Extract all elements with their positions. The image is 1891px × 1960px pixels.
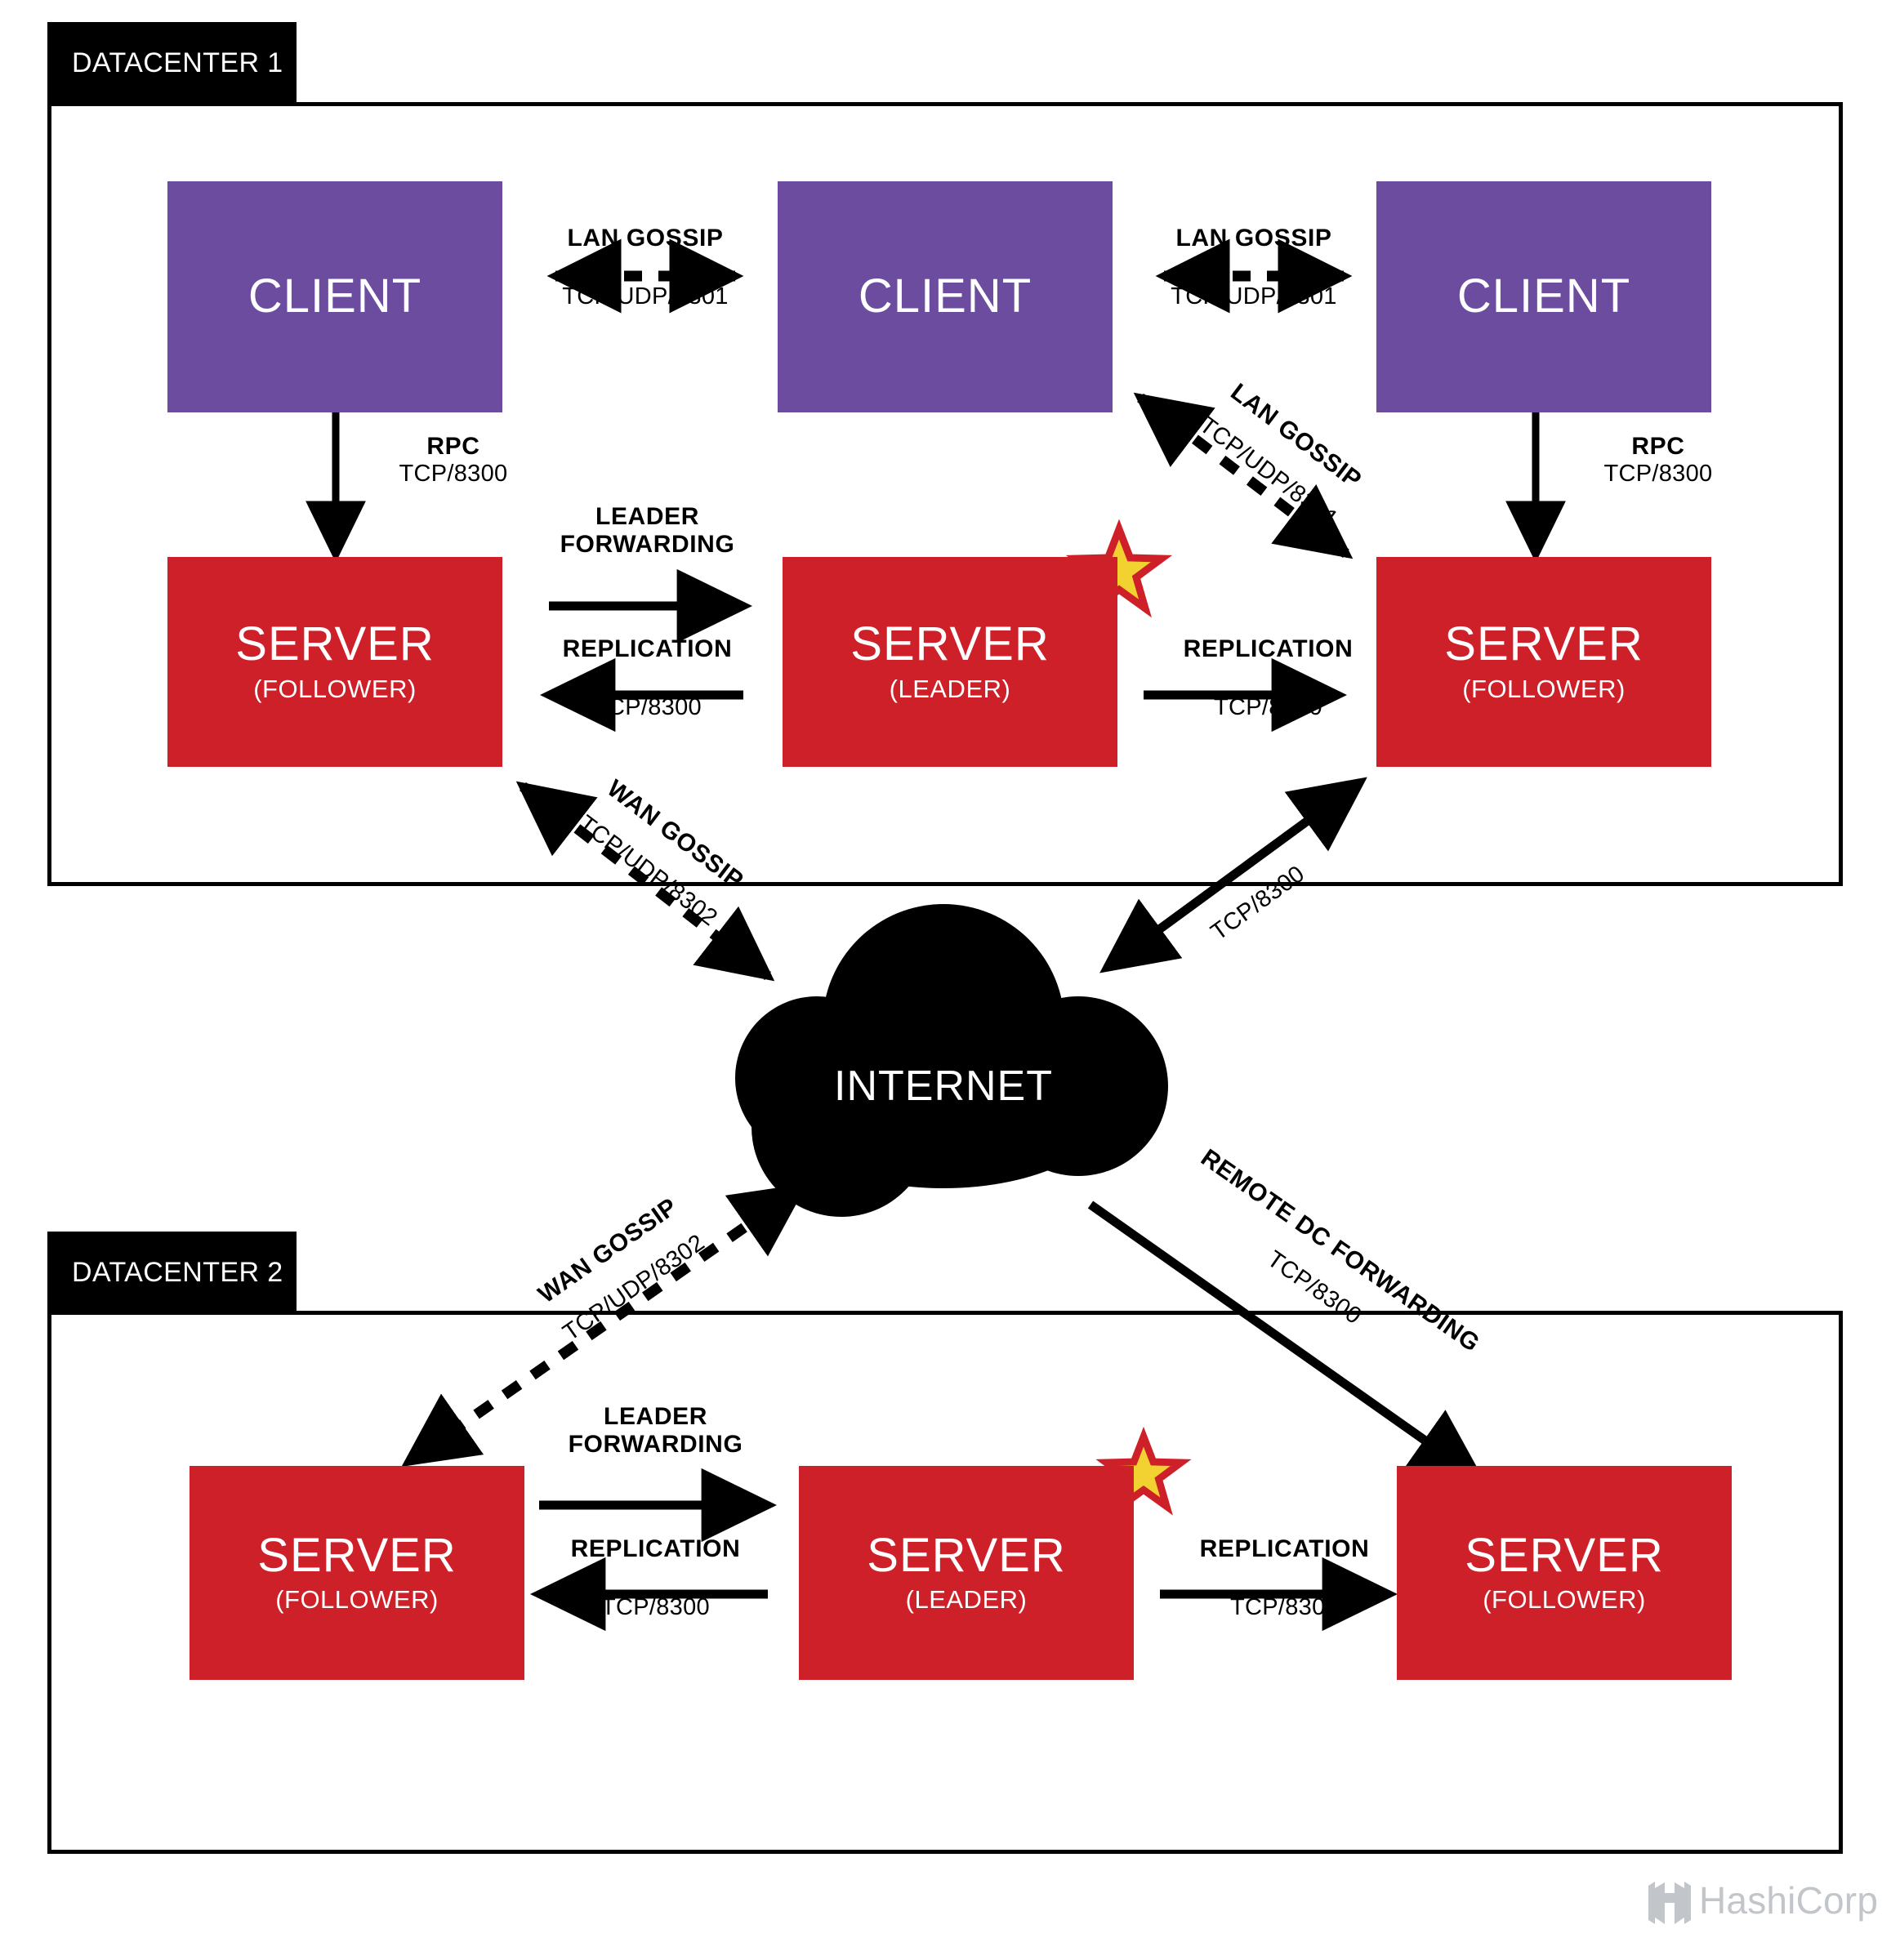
hashicorp-brand-name: HashiCorp [1699,1879,1879,1922]
label-dc1-lan-gossip-1-port: TCP/UDP/8301 [562,283,729,310]
dc2-server-leader[interactable]: SERVER (LEADER) [799,1466,1134,1680]
dc2-server-follower-right[interactable]: SERVER (FOLLOWER) [1397,1466,1732,1680]
dc1-server-follower-right[interactable]: SERVER (FOLLOWER) [1376,557,1711,767]
label-dc2-leader-forwarding: LEADER FORWARDING [523,1403,788,1458]
dc1-server-leader-title: SERVER [850,617,1050,671]
datacenter-2-tab: DATACENTER 2 [47,1232,297,1313]
edge-dc1-lan-gossip-diagonal [1133,392,1354,559]
dc1-server-follower-right-title: SERVER [1444,617,1643,671]
internet-cloud-icon [735,904,1168,1217]
dc1-server-follower-right-role: (FOLLOWER) [1462,674,1626,703]
dc2-server-follower-left-role: (FOLLOWER) [275,1585,439,1615]
label-dc1-leader-forwarding-line2: FORWARDING [560,530,735,558]
label-dc1-rpc-right: RPC TCP/8300 [1564,433,1752,487]
label-dc1-rpc-right-port: TCP/8300 [1603,460,1713,487]
datacenter-1-tab-label: DATACENTER 1 [72,47,283,78]
dc2-server-follower-right-title: SERVER [1465,1528,1664,1582]
label-dc1-rpc-left-port: TCP/8300 [399,460,508,487]
label-dc1-lan-gossip-1: LAN GOSSIP TCP/UDP/8301 [515,225,776,310]
label-dc1-replication-right-port: TCP/8300 [1214,693,1322,720]
internet-label-text: INTERNET [834,1062,1053,1110]
label-dc2-replication-left-port: TCP/8300 [601,1593,710,1620]
label-dc1-leader-forwarding: LEADER FORWARDING [515,503,780,558]
label-dc1-rpc-right-main: RPC [1631,433,1685,460]
dc1-server-follower-left-role: (FOLLOWER) [253,674,417,703]
edge-dc1-wan-gossip [515,781,775,982]
leader-star-icon-dc2 [1095,1427,1192,1516]
label-dc1-leader-forwarding-line1: LEADER [595,503,699,530]
label-dc1-lan-gossip-2: LAN GOSSIP TCP/UDP/8301 [1123,225,1385,310]
label-dc1-replication-left-main: REPLICATION [562,635,733,662]
label-dc1-rpc-left-main: RPC [426,433,480,460]
label-dc1-replication-right: REPLICATION TCP/8300 [1135,635,1401,720]
dc1-client-3[interactable]: CLIENT [1376,181,1711,412]
dc1-client-1-label: CLIENT [248,270,422,323]
dc1-server-leader[interactable]: SERVER (LEADER) [783,557,1117,767]
label-dc2-replication-right: REPLICATION TCP/8300 [1152,1535,1417,1620]
datacenter-1-frame [47,102,1843,886]
dc1-client-3-label: CLIENT [1456,270,1631,323]
edge-dc2-wan-gossip [401,1183,808,1467]
label-dc2-replication-left: REPLICATION TCP/8300 [523,1535,788,1620]
edge-remote-dc-forwarding [1087,1200,1486,1484]
label-dc1-lan-gossip-2-port: TCP/UDP/8301 [1171,283,1337,310]
label-dc1-replication-right-main: REPLICATION [1183,635,1354,662]
internet-label: INTERNET [780,1062,1107,1111]
label-dc1-lan-gossip-1-main: LAN GOSSIP [567,225,724,252]
dc2-server-follower-left[interactable]: SERVER (FOLLOWER) [190,1466,524,1680]
label-dc2-replication-right-main: REPLICATION [1199,1535,1370,1562]
label-dc2-replication-left-main: REPLICATION [570,1535,741,1562]
datacenter-2-tab-label: DATACENTER 2 [72,1256,283,1288]
dc1-client-2-label: CLIENT [858,270,1032,323]
datacenter-1-tab: DATACENTER 1 [47,22,297,104]
label-dc1-replication-left-port: TCP/8300 [593,693,702,720]
dc2-server-follower-left-title: SERVER [257,1528,457,1582]
dc2-server-leader-role: (LEADER) [905,1585,1028,1615]
dc1-client-1[interactable]: CLIENT [167,181,502,412]
label-dc2-leader-forwarding-line1: LEADER [604,1403,707,1430]
label-dc2-leader-forwarding-line2: FORWARDING [568,1430,743,1458]
dc1-server-follower-left[interactable]: SERVER (FOLLOWER) [167,557,502,767]
dc2-server-leader-title: SERVER [867,1528,1066,1582]
label-dc2-replication-right-port: TCP/8300 [1230,1593,1339,1620]
dc1-client-2[interactable]: CLIENT [778,181,1113,412]
dc2-server-follower-right-role: (FOLLOWER) [1483,1585,1646,1615]
edge-dc1-internet-rpc [1099,777,1367,973]
dc1-server-leader-role: (LEADER) [889,674,1011,703]
hashicorp-logo-icon [1648,1882,1691,1924]
datacenter-2-frame [47,1311,1843,1854]
dc1-server-follower-left-title: SERVER [235,617,435,671]
label-dc1-lan-gossip-2-main: LAN GOSSIP [1175,225,1332,252]
label-dc1-rpc-left: RPC TCP/8300 [359,433,547,487]
hashicorp-brand: HashiCorp [1699,1878,1878,1922]
label-dc1-replication-left: REPLICATION TCP/8300 [515,635,780,720]
